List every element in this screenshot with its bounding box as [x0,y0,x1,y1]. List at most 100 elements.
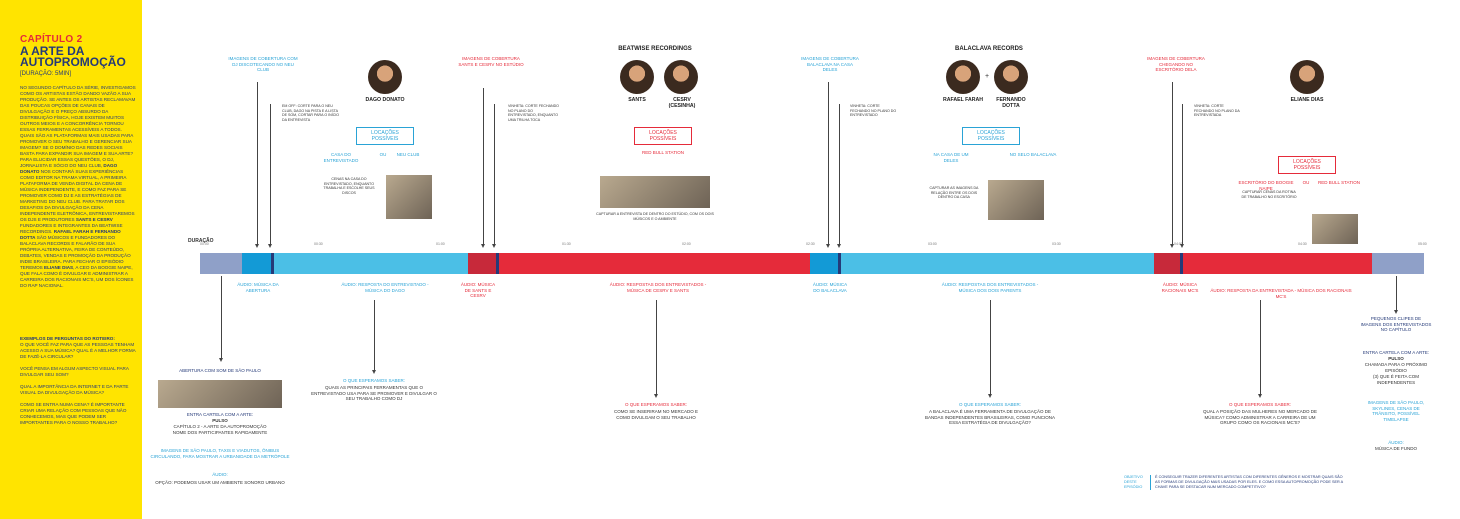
audio-7: ÁUDIO: MÚSICA RACIONAIS MC'S [1161,282,1199,293]
tick: 00:00 [200,242,209,246]
objective-label: OBJETIVO DESTE EPISÓDIO [1124,475,1143,489]
arrow-down-icon [1258,394,1262,398]
ending-audio: ÁUDIO: [1388,440,1404,445]
audio-1: ÁUDIO: MÚSICA DA ABERTURA [237,282,279,293]
tick: 05:00 [1418,242,1427,246]
name-rafael: RAFAEL FARAH [943,97,983,103]
objective-text: É CONSEGUIR TRAZER DIFERENTES ARTISTAS C… [1150,475,1346,490]
audio-6: ÁUDIO: RESPOSTAS DOS ENTREVISTADOS - MÚS… [941,282,1039,293]
note-2: VINHETA: CORTE FECHANDO NO PLANO DO ENTR… [508,104,559,122]
note-1: EM OFF: CORTE PARA O NEU CLUB, DAGO NA P… [282,104,340,122]
note-3: VINHETA: CORTE FECHANDO NO PLANO DO ENTR… [850,104,897,118]
ending-title: PEQUENOS CLIPES DE IMAGENS DOS ENTREVIST… [1360,316,1432,333]
arrow-down-icon [1394,310,1398,314]
expect-text: QUAIS AS PRINCIPAIS FERRAMENTAS QUE O EN… [311,385,437,402]
location: NO SELO BALACLAVA [1009,152,1057,157]
connector [828,82,829,244]
connector [257,82,258,244]
question: COMO SE ENTRA NUMA CENA? É IMPORTANTE CR… [20,402,127,425]
cover-1: IMAGENS DE COBERTURA COM DJ DISCOTECANDO… [228,56,298,73]
opening-names: NOME DOS PARTICIPANTES RAPIDAMENTE [172,430,268,435]
arrow-down-icon [988,394,992,398]
arrow-down-icon [372,370,376,374]
arrow-down-icon [268,244,272,248]
audio-8: ÁUDIO: RESPOSTA DA ENTREVISTADA - MÚSICA… [1210,288,1352,299]
segment-beatwise [498,253,810,274]
question: VOCÊ PENSA EM ALGUM ASPECTO VISUAL PARA … [20,366,129,377]
location: ESCRITÓRIO DO BOOGIE NAIPE [1238,180,1294,191]
connector [374,300,375,372]
arrow-down-icon [219,358,223,362]
audio-3: ÁUDIO: MÚSICA DE SANTS E CESRV [460,282,496,299]
cover-4: IMAGENS DE COBERTURA CHEGANDO NO ESCRITÓ… [1147,56,1205,73]
arrow-down-icon [654,394,658,398]
avatar-cesrv [664,60,698,94]
tick: 00:30 [314,242,323,246]
connector [656,300,657,396]
opening-chapter: CAPÍTULO 2 - A ARTE DA AUTOPROMOÇÃO [173,424,267,429]
opening-images: IMAGENS DE SÃO PAULO, TAXIS E VIADUTOS, … [150,448,290,459]
desc-3: CAPTURAR AS IMAGENS DA RELAÇÃO ENTRE OS … [929,186,979,200]
studio-balaclava: BALACLAVA RECORDS [955,46,1023,52]
location: CASA DO ENTREVISTADO [323,152,359,163]
connector [494,104,495,244]
opening-option: OPÇÃO: PODEMOS USAR UM AMBIENTE SONORO U… [155,480,285,485]
photo [988,180,1044,220]
location-or: OU [379,152,387,157]
timeline-label: DURAÇÃO [188,238,214,244]
location-or: OU [1302,180,1310,185]
arrow-down-icon [1180,244,1184,248]
ending-card: ENTRA CARTELA COM A ARTE: [1362,350,1430,355]
segment-balaclava [840,253,1154,274]
segment-cover-4 [1154,253,1182,274]
locations-box: LOCAÇÕES POSSÍVEIS [634,127,692,145]
connector [1172,82,1173,244]
cut-marker [1180,253,1183,274]
expect-title: O QUE ESPERAMOS SABER: [1228,402,1291,407]
expect-text: A BALACLAVA É UMA FERRAMENTA DE DIVULGAÇ… [924,409,1056,426]
avatar-dago [368,60,402,94]
connector [270,104,271,244]
plus-icon: + [984,73,990,80]
segment-opening [200,253,242,274]
connector [1396,276,1397,312]
tick: 02:00 [682,242,691,246]
avatar-sants [620,60,654,94]
cover-3: IMAGENS DE COBERTURA BALACLAVA NA CASA D… [801,56,859,73]
name-cesrv: CESRV (CESINHA) [668,97,696,109]
segment-dago [272,253,468,274]
connector [839,104,840,244]
name-eliane: ELIANE DIAS [1290,97,1324,103]
segment-cover-3 [810,253,840,274]
segment-eliane [1182,253,1372,274]
location: RED BULL STATION [642,150,684,155]
tick: 03:00 [928,242,937,246]
photo [158,380,282,408]
opening-title: ABERTURA COM SOM DE SÃO PAULO [179,368,261,373]
ending-pulso: PULSO [1388,356,1404,361]
connector [483,88,484,244]
audio-5: ÁUDIO: MÚSICA DO BALACLAVA [812,282,848,293]
cover-2: IMAGENS DE COBERTURA SANTS E CESRV NO ES… [458,56,524,67]
arrow-down-icon [255,244,259,248]
question: QUAL A IMPORTÂNCIA DA INTERNET E DA PART… [20,384,129,395]
location: NA CASA DE UM DELES [933,152,969,163]
photo [600,176,710,208]
tick: 01:30 [562,242,571,246]
opening-card: ENTRA CARTELA COM A ARTE: [186,412,254,417]
desc-2: CAPTURAR A ENTREVISTA DE DENTRO DO ESTÚD… [596,212,714,221]
tick: 03:30 [1052,242,1061,246]
location: RED BULL STATION [1318,180,1360,185]
avatar-eliane [1290,60,1324,94]
chapter-duration: [DURAÇÃO: 5MIN] [20,71,72,77]
chapter-intro: NO SEGUNDO CAPÍTULO DA SÉRIE, INVESTIGAM… [20,85,136,288]
expect-title: O QUE ESPERAMOS SABER: [958,402,1021,407]
connector [1182,104,1183,244]
timeline-bar [200,253,1424,274]
photo [386,175,432,219]
chapter-title: A ARTE DA AUTOPROMOÇÃO [20,44,126,69]
tick: 04:00 [1174,242,1183,246]
cut-marker [271,253,274,274]
tick: 02:30 [806,242,815,246]
arrow-down-icon [481,244,485,248]
